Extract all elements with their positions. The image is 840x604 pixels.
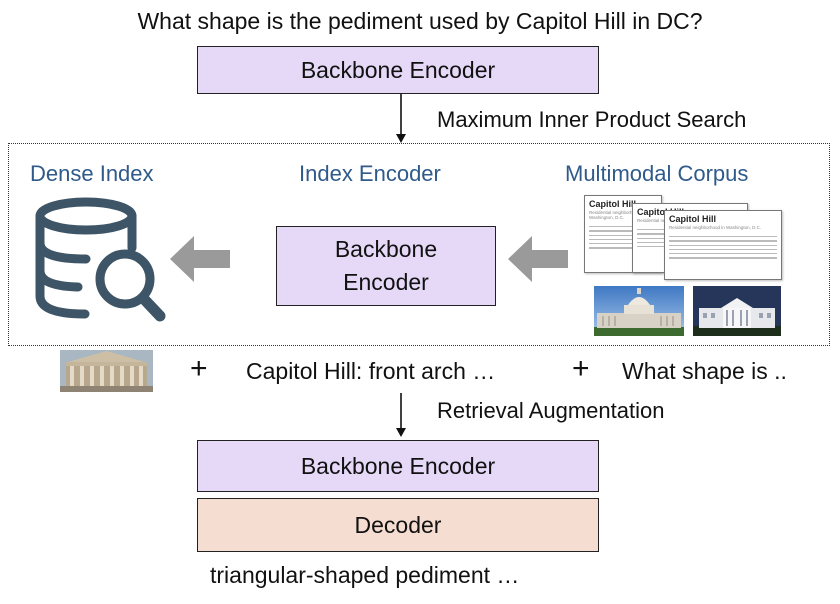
bottom-backbone-encoder-label: Backbone Encoder — [300, 452, 496, 479]
corpus-document-subtitle: Residential neighborhood in Washington, … — [589, 210, 645, 220]
question-text: What shape is the pediment used by Capit… — [137, 8, 703, 34]
search-arrow — [396, 94, 406, 143]
search-label: Maximum Inner Product Search — [437, 107, 747, 132]
index-encoder-label: Index Encoder — [299, 161, 441, 186]
index-encoder-line-2: Encoder — [343, 269, 429, 295]
bottom-backbone-encoder: Backbone Encoder — [197, 440, 599, 492]
top-backbone-encoder: Backbone Encoder — [197, 46, 599, 94]
augmentation-arrow — [396, 393, 406, 437]
retrieved-text-passage: Capitol Hill: front arch … — [246, 358, 496, 384]
gray-arrow-left-icon — [170, 236, 230, 282]
corpus-document-title: Capitol Hill — [637, 207, 684, 217]
plus-sign: + — [190, 352, 208, 385]
corpus-document-subtitle: Residential neighborhood in Washington, … — [669, 225, 762, 230]
gray-arrow-left-icon — [508, 236, 568, 282]
plus-sign: + — [572, 352, 590, 385]
decoder: Decoder — [197, 498, 599, 552]
dense-index-label: Dense Index — [30, 161, 154, 186]
database-search-icon — [35, 197, 166, 322]
multimodal-corpus-label: Multimodal Corpus — [565, 161, 749, 186]
output-text: triangular-shaped pediment … — [210, 562, 520, 588]
corpus-document-title: Capitol Hill — [669, 214, 716, 224]
index-section — [8, 143, 830, 346]
top-backbone-encoder-label: Backbone Encoder — [300, 56, 496, 83]
building-facade-photo — [60, 350, 153, 392]
augmentation-label: Retrieval Augmentation — [437, 398, 665, 423]
corpus-document-title: Capitol Hill — [589, 199, 636, 209]
index-encoder-line-1: Backbone — [334, 236, 438, 262]
index-backbone-encoder: Backbone Encoder — [276, 226, 496, 306]
query-passage: What shape is .. — [622, 358, 787, 384]
decoder-label: Decoder — [354, 511, 442, 538]
capitol-building-photo — [594, 286, 684, 336]
white-house-photo — [693, 286, 781, 336]
corpus-document: Capitol Hill Residential neighborhood in… — [664, 210, 782, 280]
